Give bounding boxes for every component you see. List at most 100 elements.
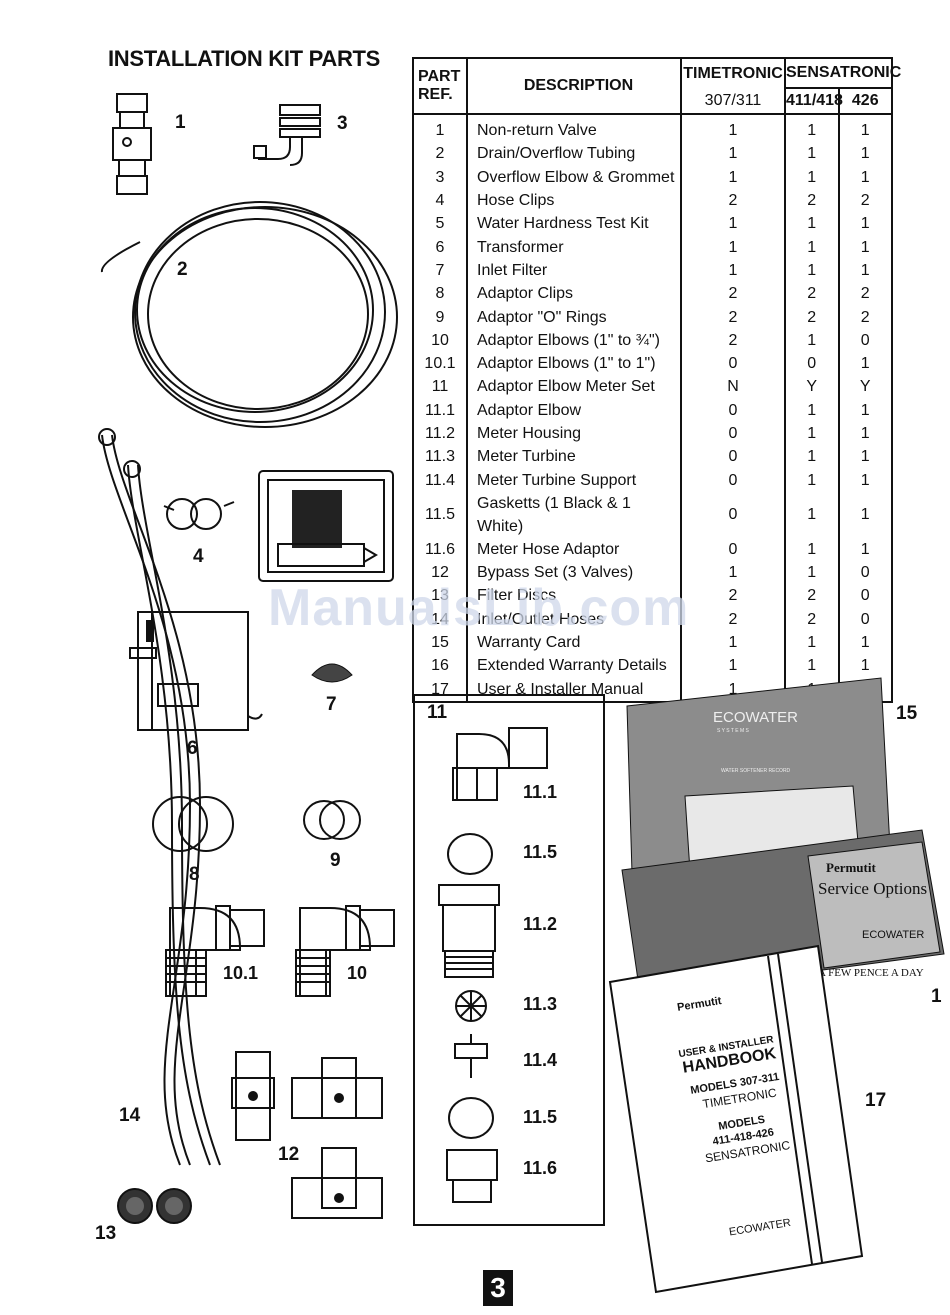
description-cell: Non-return Valve bbox=[466, 114, 681, 143]
description-cell: Filter Discs bbox=[466, 584, 681, 608]
timetronic-qty-cell: 2 bbox=[680, 305, 785, 329]
sensatronic-a-qty-cell: 1 bbox=[784, 212, 839, 236]
label-part-13: 13 bbox=[95, 1223, 117, 1244]
sensatronic-a-qty-cell: 1 bbox=[784, 630, 839, 655]
inlet-outlet-hoses-illustration bbox=[98, 428, 221, 1166]
filter-discs-illustration bbox=[117, 1188, 192, 1224]
part-ref-cell: 8 bbox=[435, 285, 445, 303]
service-logo: ECOWATER bbox=[862, 929, 924, 941]
part-ref-cell: 11.5 bbox=[425, 506, 455, 524]
timetronic-qty-cell: N bbox=[680, 375, 785, 399]
service-title: Service Options bbox=[818, 879, 927, 898]
adaptor-elbow-icon bbox=[452, 727, 548, 801]
header-part-ref: PART REF. bbox=[413, 58, 467, 115]
sensatronic-b-qty-cell: 1 bbox=[837, 142, 892, 166]
adaptor-elbow-10-illustration bbox=[295, 905, 395, 997]
timetronic-qty-cell: 1 bbox=[680, 630, 785, 655]
label-part-15: 15 bbox=[896, 703, 918, 724]
part-ref-cell: 3 bbox=[435, 168, 445, 186]
part-ref-cell: 17 bbox=[431, 680, 449, 698]
watermark: ManualsLib.com bbox=[268, 579, 690, 637]
label-part-17: 17 bbox=[865, 1090, 887, 1111]
adaptor-elbow-10-1-illustration bbox=[165, 905, 265, 997]
sensatronic-b-qty-cell: 0 bbox=[837, 607, 892, 631]
sensatronic-b-qty-cell: 2 bbox=[837, 188, 892, 213]
part-ref-cell: 5 bbox=[435, 215, 445, 233]
sensatronic-a-qty-cell: 1 bbox=[784, 468, 839, 492]
parts-table: PART REF. DESCRIPTION TIMETRONIC SENSATR… bbox=[412, 57, 901, 703]
part-ref-cell: 10 bbox=[431, 331, 449, 349]
sensatronic-a-qty-cell: 2 bbox=[784, 607, 839, 631]
box11-title: 11 bbox=[427, 702, 448, 723]
header-description: DESCRIPTION bbox=[466, 58, 681, 115]
user-manual-illustration: Permutit USER & INSTALLER HANDBOOK MODEL… bbox=[608, 944, 864, 1294]
part-ref-cell: 7 bbox=[435, 261, 445, 279]
sensatronic-a-qty-cell: 2 bbox=[784, 584, 839, 608]
label-part-16: 1 bbox=[931, 986, 942, 1007]
drain-tubing-illustration bbox=[100, 201, 398, 428]
sensatronic-a-qty-cell: 1 bbox=[784, 165, 839, 189]
description-cell: Adaptor "O" Rings bbox=[466, 305, 681, 329]
header-sensatronic-a: 411/418 bbox=[784, 88, 843, 115]
box11-item-7: 11.6 bbox=[523, 1158, 558, 1178]
timetronic-qty-cell: 0 bbox=[680, 491, 785, 538]
sensatronic-b-qty-cell: 0 bbox=[837, 328, 892, 352]
part-ref-cell: 2 bbox=[435, 145, 445, 163]
description-cell: Bypass Set (3 Valves) bbox=[466, 561, 681, 585]
sensatronic-b-qty-cell: 0 bbox=[837, 584, 892, 608]
label-part-7: 7 bbox=[326, 694, 337, 715]
box11-item-4: 11.3 bbox=[523, 994, 558, 1014]
service-options-illustration: Permutit Service Options ECOWATER A FEW … bbox=[621, 829, 945, 995]
sensatronic-b-qty-cell: Y bbox=[837, 375, 892, 399]
description-cell: Inlet/Outlet Hoses bbox=[466, 607, 681, 631]
sensatronic-a-qty-cell: 1 bbox=[784, 328, 839, 352]
label-part-3: 3 bbox=[337, 113, 348, 134]
description-cell: Adaptor Clips bbox=[466, 282, 681, 306]
box11-item-3: 11.2 bbox=[523, 914, 558, 934]
label-part-4: 4 bbox=[193, 546, 204, 567]
part-ref-cell: 11.2 bbox=[425, 425, 455, 442]
timetronic-qty-cell: 2 bbox=[680, 188, 785, 213]
part-ref-cell: 11 bbox=[431, 378, 449, 396]
timetronic-qty-cell: 1 bbox=[680, 212, 785, 236]
timetronic-qty-cell: 0 bbox=[680, 351, 785, 376]
timetronic-qty-cell: 0 bbox=[680, 421, 785, 446]
timetronic-qty-cell: 2 bbox=[680, 607, 785, 631]
timetronic-qty-cell: 1 bbox=[680, 114, 785, 143]
sensatronic-a-qty-cell: Y bbox=[784, 375, 839, 399]
sensatronic-b-qty-cell: 1 bbox=[837, 491, 892, 538]
non-return-valve-illustration bbox=[112, 93, 152, 195]
timetronic-qty-cell: 2 bbox=[680, 328, 785, 352]
sensatronic-b-qty-cell: 1 bbox=[837, 351, 892, 376]
timetronic-qty-cell: 0 bbox=[680, 445, 785, 469]
part-ref-cell: 6 bbox=[435, 238, 445, 256]
part-ref-cell: 11.4 bbox=[425, 471, 455, 489]
o-rings-illustration bbox=[303, 800, 361, 840]
meter-housing-icon bbox=[438, 884, 500, 978]
sensatronic-a-qty-cell: 1 bbox=[784, 235, 839, 259]
meter-set-box: 11 11.1 11.5 11.2 11.3 11.4 11.5 11.6 bbox=[413, 694, 605, 1226]
sensatronic-b-qty-cell: 1 bbox=[837, 537, 892, 562]
sensatronic-b-qty-cell: 1 bbox=[837, 445, 892, 469]
sensatronic-a-qty-cell: 0 bbox=[784, 351, 839, 376]
label-part-8: 8 bbox=[189, 864, 200, 885]
timetronic-qty-cell: 1 bbox=[680, 235, 785, 259]
description-cell: Gasketts (1 Black & 1 White) bbox=[466, 491, 681, 538]
